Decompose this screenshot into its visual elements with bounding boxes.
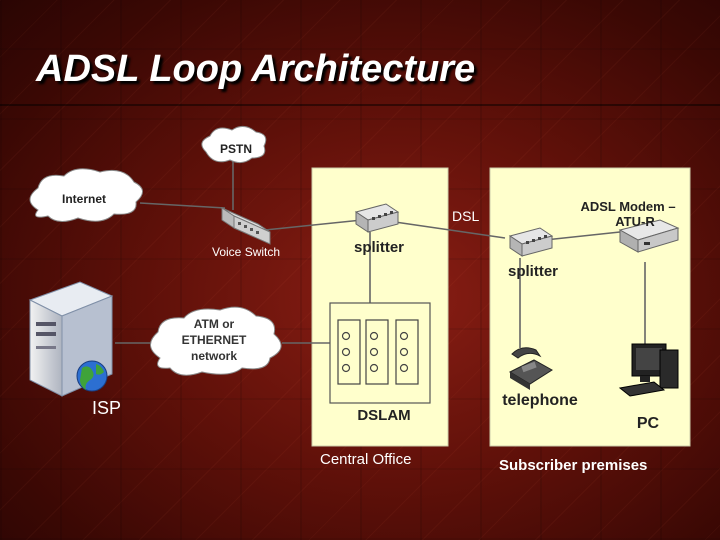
pstn-label: PSTN <box>220 142 252 156</box>
subscriber-premises-label: Subscriber premises <box>499 457 648 474</box>
adsl-modem-icon <box>618 219 680 253</box>
atm-label-line1: ATM or <box>194 317 235 331</box>
atm-label-line2: ETHERNET <box>182 333 247 347</box>
dslam-icon <box>329 302 431 404</box>
title-divider <box>0 104 720 106</box>
atm-label-line3: network <box>191 349 237 363</box>
modem-label-line1: ADSL Modem – <box>580 199 675 214</box>
co-splitter-icon <box>354 203 400 233</box>
dsl-line <box>394 221 506 239</box>
subscriber-panel <box>489 167 691 447</box>
modem-label-line2: ATU-R <box>615 214 655 229</box>
page-title: ADSL Loop Architecture <box>36 48 476 90</box>
subscriber-splitter-icon <box>508 227 554 257</box>
central-office-label: Central Office <box>320 451 412 468</box>
internet-to-switch-line <box>139 202 226 209</box>
internet-cloud: Internet <box>29 168 143 222</box>
telephone-label: telephone <box>502 392 578 409</box>
internet-label: Internet <box>62 192 106 206</box>
telephone-icon <box>508 347 553 390</box>
switch-to-splitter-line <box>264 219 363 231</box>
pstn-cloud: PSTN <box>201 126 267 164</box>
subscriber-splitter-label: splitter <box>508 263 558 280</box>
pc-icon <box>618 343 679 397</box>
co-splitter-label: splitter <box>354 239 404 256</box>
dslam-label: DSLAM <box>357 407 410 424</box>
connection-lines <box>115 160 646 348</box>
globe-icon <box>76 360 108 392</box>
isp-label: ISP <box>92 398 122 418</box>
splitter-to-modem-line <box>544 231 621 241</box>
pc-label: PC <box>637 415 660 432</box>
atm-ethernet-cloud: ATM or ETHERNET network <box>150 306 282 376</box>
dsl-label: DSL <box>452 208 480 224</box>
voice-switch-icon <box>221 207 271 245</box>
voice-switch-label: Voice Switch <box>212 245 281 259</box>
